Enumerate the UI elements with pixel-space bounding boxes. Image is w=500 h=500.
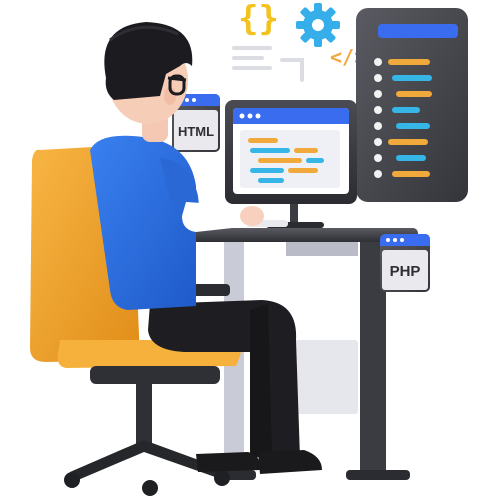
monitor xyxy=(225,100,357,228)
curly-braces-icon: {} xyxy=(238,0,279,39)
floating-code-lines xyxy=(232,46,304,82)
html-badge-icon: HTML xyxy=(172,94,220,152)
gear-icon xyxy=(296,3,340,47)
monitor-code-lines xyxy=(248,138,324,183)
developer-person xyxy=(90,22,322,474)
code-panel xyxy=(356,8,468,202)
svg-text:{}: {} xyxy=(238,0,279,39)
php-badge-icon: PHP xyxy=(380,234,430,292)
php-badge-label: PHP xyxy=(390,263,421,280)
html-badge-label: HTML xyxy=(178,124,214,139)
code-panel-lines xyxy=(374,58,432,178)
